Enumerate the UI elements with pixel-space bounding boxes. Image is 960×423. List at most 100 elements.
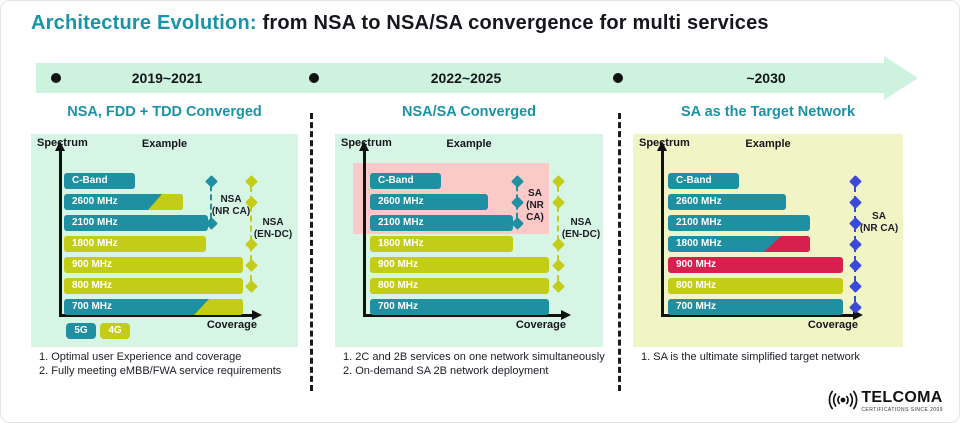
spectrum-bar-900-mhz: 900 MHz [370,257,549,273]
marker-line-lime [250,176,252,291]
spectrum-axis-label: Spectrum [37,137,88,149]
spectrum-bar-2100-mhz: 2100 MHz [668,215,810,231]
timeline-period-1: 2019~2021 [131,70,203,86]
note-line: 2. On-demand SA 2B network deployment [343,365,549,378]
page-title: Architecture Evolution: from NSA to NSA/… [31,12,769,35]
marker-diamond-blue [848,195,862,209]
spectrum-axis-label: Spectrum [639,137,690,149]
signal-waves-icon [828,390,858,410]
spectrum-bar-900-mhz: 900 MHz [64,257,243,273]
note-line: 1. Optimal user Experience and coverage [39,351,242,363]
marker-diamond-teal [204,174,218,188]
coverage-axis-arrow [853,310,863,320]
spectrum-bar-c-band: C-Band [370,173,441,189]
bar-label: 2100 MHz [378,217,424,228]
bar-label: 2100 MHz [72,217,118,228]
spectrum-bar-c-band: C-Band [668,173,739,189]
page-title-highlight: Architecture Evolution: [31,12,257,34]
marker-label: SA(NR CA) [859,211,899,234]
bar-segment-lime [194,299,243,315]
spectrum-axis-line [661,150,664,316]
spectrum-bar-1800-mhz: 1800 MHz [668,236,810,252]
example-label: Example [745,138,791,150]
marker-diamond-lime [551,279,565,293]
coverage-axis-label: Coverage [515,319,566,331]
spectrum-bar-900-mhz: 900 MHz [668,257,843,273]
bar-label: 1800 MHz [72,238,118,249]
bar-label: 800 MHz [676,280,717,291]
logo-name: TELCOMA [861,389,943,406]
spectrum-axis-line [363,150,366,316]
spectrum-bar-2600-mhz: 2600 MHz [668,194,786,210]
spectrum-axis-arrow [55,141,65,151]
spectrum-bar-2600-mhz: 2600 MHz [64,194,183,210]
legend-chip-4g: 4G [100,323,130,339]
spectrum-axis-arrow [657,141,667,151]
panel-heading: NSA, FDD + TDD Converged [67,104,262,120]
spectrum-bar-800-mhz: 800 MHz [370,278,549,294]
marker-line-teal [210,176,212,228]
note-line: 1. SA is the ultimate simplified target … [641,351,860,363]
spectrum-bar-800-mhz: 800 MHz [64,278,243,294]
coverage-axis-line [59,314,252,317]
marker-line-lime [557,176,559,291]
bar-label: 1800 MHz [378,238,424,249]
panel-notes-3: 1. SA is the ultimate simplified target … [641,350,921,364]
marker-diamond-lime [244,279,258,293]
bar-label: 900 MHz [676,259,717,270]
example-label: Example [446,138,492,150]
marker-diamond-blue [848,174,862,188]
spectrum-bar-1800-mhz: 1800 MHz [370,236,513,252]
bar-label: 900 MHz [378,259,419,270]
page-title-rest: from NSA to NSA/SA convergence for multi… [256,12,769,34]
spectrum-bar-700-mhz: 700 MHz [668,299,843,315]
coverage-axis-label: Coverage [807,319,858,331]
spectrum-bar-c-band: C-Band [64,173,135,189]
panel-heading: NSA/SA Converged [401,104,536,120]
marker-label: NSA(EN-DC) [253,217,293,240]
bar-label: 800 MHz [72,280,113,291]
logo-text: TELCOMA CERTIFICATIONS SINCE 2009 [861,389,943,414]
timeline-period-3: ~2030 [746,70,786,86]
coverage-axis-arrow [561,310,571,320]
spectrum-bar-1800-mhz: 1800 MHz [64,236,206,252]
bar-label: 2600 MHz [72,196,118,207]
note-line: 2. Fully meeting eMBB/FWA service requir… [39,365,282,378]
marker-diamond-lime [244,258,258,272]
logo-tagline: CERTIFICATIONS SINCE 2009 [861,407,943,413]
timeline-dot [309,73,319,83]
marker-diamond-blue [848,237,862,251]
spectrum-bar-2100-mhz: 2100 MHz [370,215,513,231]
marker-diamond-lime [551,258,565,272]
spectrum-axis-label: Spectrum [341,137,392,149]
spectrum-bar-700-mhz: 700 MHz [64,299,243,315]
bar-label: 900 MHz [72,259,113,270]
bar-label: 2600 MHz [378,196,424,207]
example-label: Example [141,138,188,150]
bar-label: 2100 MHz [676,217,722,228]
coverage-axis-label: Coverage [206,319,257,331]
timeline-arrow-band [36,63,884,93]
note-line: 1. 2C and 2B services on one network sim… [343,351,605,363]
spectrum-axis-arrow [359,141,369,151]
bar-label: 700 MHz [378,301,419,312]
telcoma-logo: TELCOMA CERTIFICATIONS SINCE 2009 [827,387,943,413]
marker-diamond-lime [551,174,565,188]
marker-diamond-lime [244,174,258,188]
spectrum-bar-2100-mhz: 2100 MHz [64,215,208,231]
timeline-period-2: 2022~2025 [430,70,502,86]
bar-label: 1800 MHz [676,238,722,249]
coverage-axis-line [661,314,853,317]
panel-notes-1: 1. Optimal user Experience and coverage 2… [39,350,316,379]
spectrum-bar-800-mhz: 800 MHz [668,278,843,294]
divider-dashed [618,113,621,391]
coverage-axis-arrow [252,310,262,320]
bar-label: 800 MHz [378,280,419,291]
bar-label: C-Band [676,175,712,186]
bar-label: C-Band [378,175,414,186]
